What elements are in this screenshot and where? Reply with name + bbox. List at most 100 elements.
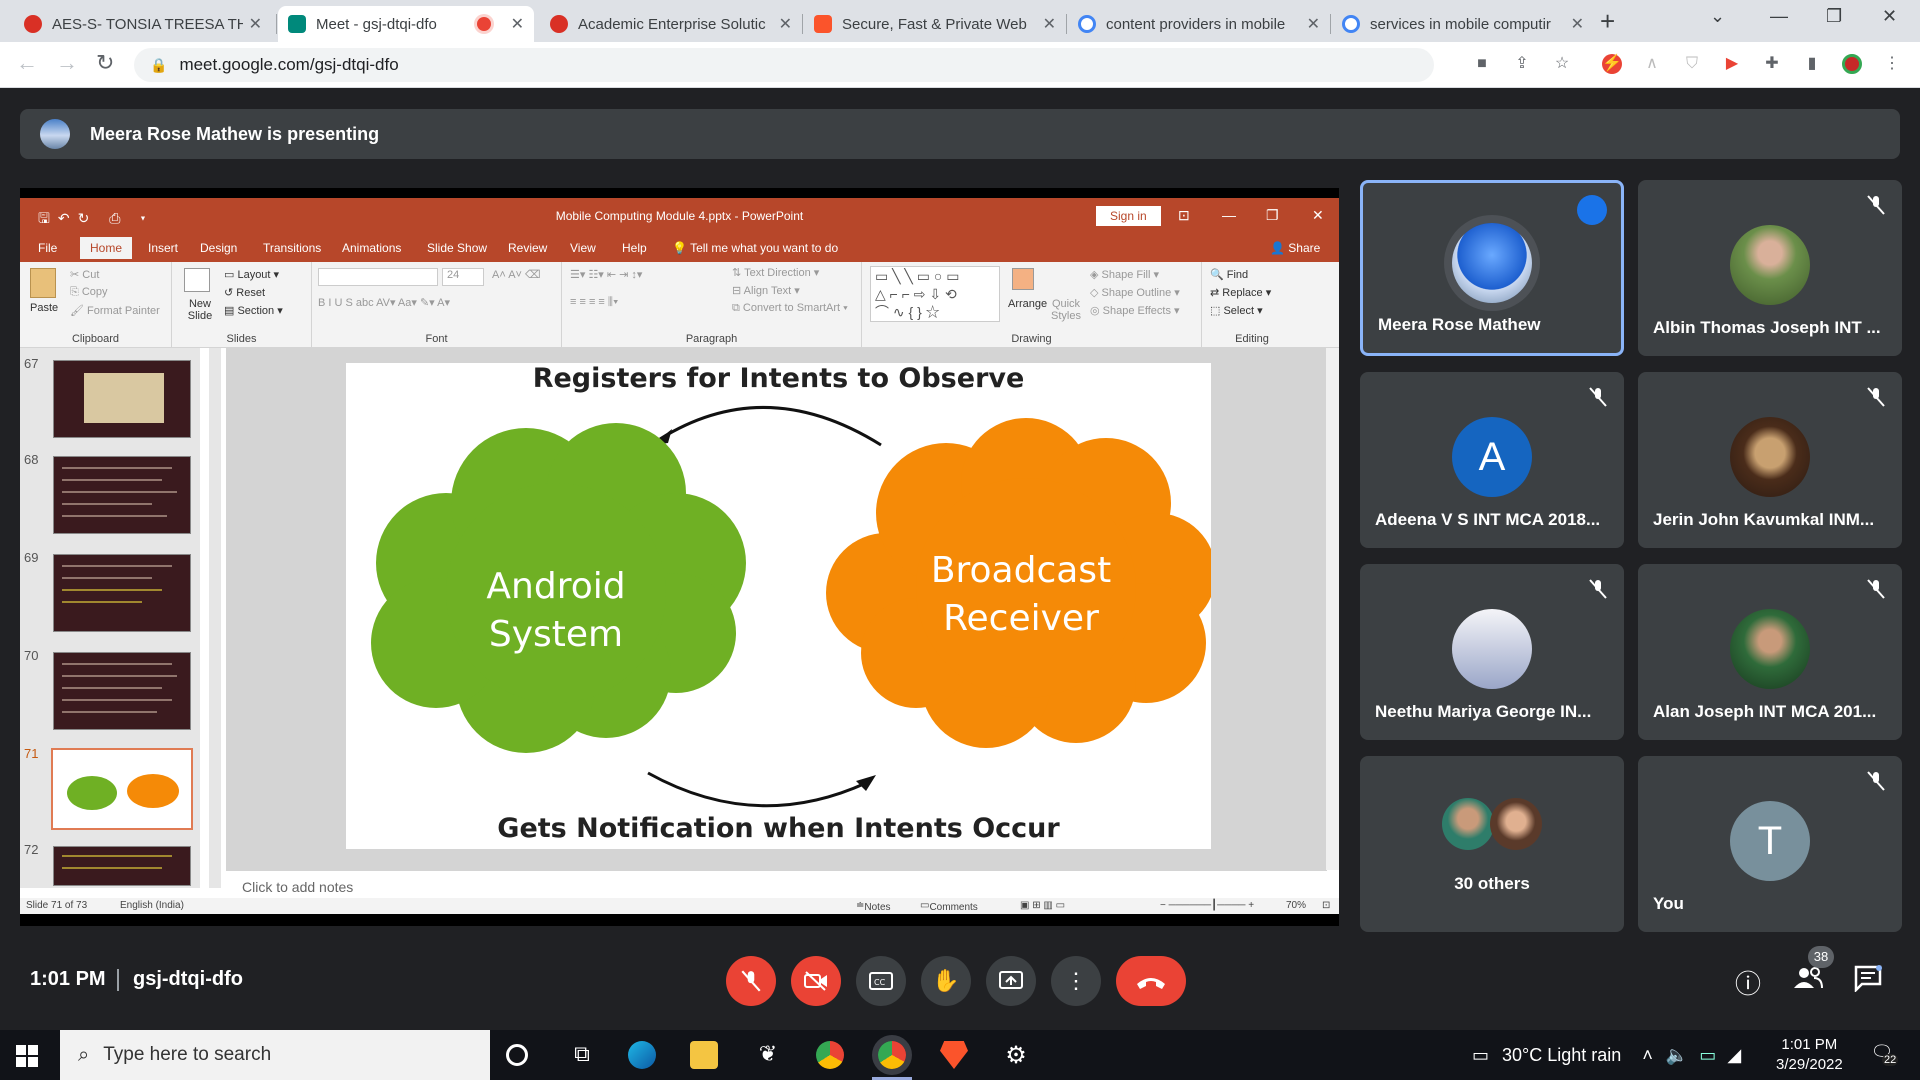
cortana-icon[interactable] [506, 1044, 528, 1066]
zoom-slider[interactable]: − ──────┃──── + [1160, 900, 1255, 911]
text-direction-button[interactable]: ⇅ Text Direction ▾ [732, 267, 820, 279]
share-icon[interactable]: ⇪ [1515, 55, 1529, 72]
shape-fill-button[interactable]: ◈ Shape Fill ▾ [1090, 269, 1160, 281]
slide-scrollbar[interactable] [1326, 348, 1339, 870]
wifi-icon[interactable]: ◢ [1727, 1045, 1742, 1065]
slide-thumbnail[interactable] [53, 652, 191, 730]
volume-icon[interactable]: 🔈 [1665, 1045, 1689, 1065]
browser-tab[interactable]: Secure, Fast & Private Web ✕ [804, 6, 1066, 42]
tray-chevron-icon[interactable]: ˄ [1642, 1045, 1653, 1065]
tab-file[interactable]: File [38, 241, 58, 255]
tab-view[interactable]: View [570, 241, 596, 255]
slide-thumbnail[interactable] [53, 360, 191, 438]
quick-styles-button[interactable]: Quick Styles [1051, 298, 1081, 322]
new-slide-icon[interactable] [184, 268, 210, 292]
restore-icon[interactable]: ❐ [1266, 207, 1279, 223]
view-buttons[interactable]: ▣ ⊞ ▥ ▭ [1020, 900, 1066, 911]
shape-outline-button[interactable]: ◇ Shape Outline ▾ [1090, 287, 1180, 299]
meeting-info-icon[interactable]: ⓘ [1734, 969, 1761, 999]
sidepanel-icon[interactable]: ▮ [1807, 55, 1817, 72]
browser-tab-active[interactable]: Meet - gsj-dtqi-dfo ✕ [278, 6, 534, 42]
layout-button[interactable]: ▭ Layout ▾ [224, 269, 280, 281]
tell-me-box[interactable]: 💡 Tell me what you want to do [672, 241, 839, 255]
notes-button[interactable]: ≐ Notes [856, 900, 891, 913]
puzzle-icon[interactable]: ✚ [1765, 55, 1779, 72]
comments-button[interactable]: ▭ Comments [920, 900, 978, 913]
battery-icon[interactable]: ▭ [1699, 1045, 1717, 1065]
others-tile[interactable]: 30 others [1360, 756, 1624, 932]
captions-button[interactable]: CC [856, 956, 906, 1006]
close-window-icon[interactable]: ✕ [1882, 6, 1898, 26]
notes-pane[interactable]: Click to add notes [226, 870, 1327, 898]
participant-tile[interactable]: Alan Joseph INT MCA 201... [1638, 564, 1902, 740]
format-painter-button[interactable]: 🖌 Format Painter [70, 305, 160, 317]
profile-avatar[interactable] [1842, 54, 1862, 74]
font-name-input[interactable] [318, 268, 438, 286]
bookmark-star-icon[interactable]: ☆ [1554, 55, 1570, 72]
browser-tab[interactable]: AES-S- TONSIA TREESA THO ✕ [14, 6, 272, 42]
taskbar-clock[interactable]: 1:01 PM 3/29/2022 [1776, 1035, 1843, 1075]
language-indicator[interactable]: English (India) [120, 900, 184, 911]
tab-review[interactable]: Review [508, 241, 548, 255]
brave-icon[interactable] [940, 1041, 968, 1069]
close-tab-icon[interactable]: ✕ [778, 16, 792, 33]
shield-icon[interactable]: ⛉ [1685, 55, 1698, 72]
select-button[interactable]: ⬚ Select ▾ [1210, 305, 1263, 317]
close-tab-icon[interactable]: ✕ [1306, 16, 1320, 33]
shapes-gallery[interactable]: ▭ ╲ ╲ ▭ ○ ▭△ ⌐ ⌐ ⇨ ⇩ ⟲⌒ ∿ { } ☆ [870, 266, 1000, 322]
slide-thumbnail[interactable] [53, 846, 191, 886]
font-format-icons[interactable]: B I U S abc AV▾ Aa▾ ✎▾ A▾ [318, 297, 450, 309]
task-view-icon[interactable]: ⧉ [574, 1041, 590, 1066]
close-tab-icon[interactable]: ✕ [1042, 16, 1056, 33]
minimize-icon[interactable]: — [1770, 6, 1788, 26]
tab-design[interactable]: Design [200, 241, 238, 255]
extension-icon[interactable]: ▶ [1725, 55, 1739, 72]
participant-tile[interactable]: A Adeena V S INT MCA 2018... [1360, 372, 1624, 548]
participant-tile[interactable]: Albin Thomas Joseph INT ... [1638, 180, 1902, 356]
tab-search-icon[interactable]: ⌄ [1710, 6, 1726, 26]
font-grow-icons[interactable]: A˄ A˅ ⌫ [492, 269, 541, 281]
current-slide[interactable]: Registers for Intents to Observe Android… [346, 363, 1216, 849]
minimize-icon[interactable]: — [1222, 207, 1236, 223]
browser-tab[interactable]: content providers in mobile ✕ [1068, 6, 1330, 42]
paste-button[interactable]: Paste [30, 302, 59, 314]
tab-home[interactable]: Home [80, 237, 133, 259]
windows-start-icon[interactable] [16, 1045, 38, 1067]
tab-slide-show[interactable]: Slide Show [427, 241, 488, 255]
restore-icon[interactable]: ❐ [1826, 6, 1843, 26]
chrome-active-icon[interactable] [878, 1041, 906, 1069]
address-bar[interactable]: 🔒 meet.google.com/gsj-dtqi-dfo [134, 48, 1434, 82]
shape-effects-button[interactable]: ◎ Shape Effects ▾ [1090, 305, 1180, 317]
tab-transitions[interactable]: Transitions [263, 241, 322, 255]
more-options-button[interactable]: ⋮ [1051, 956, 1101, 1006]
find-button[interactable]: 🔍 Find [1210, 269, 1249, 281]
sign-in-button[interactable]: Sign in [1096, 206, 1161, 226]
thumbnail-scrollbar[interactable] [209, 348, 221, 888]
back-icon[interactable]: ← [16, 50, 38, 75]
slide-thumbnail[interactable] [53, 456, 191, 534]
present-screen-button[interactable] [986, 956, 1036, 1006]
copy-button[interactable]: ⎘ Copy [70, 286, 108, 298]
cut-button[interactable]: ✂ Cut [70, 269, 100, 281]
participant-tile-active[interactable]: Meera Rose Mathew [1360, 180, 1624, 356]
zoom-level[interactable]: 70% [1286, 900, 1307, 911]
browser-tab[interactable]: services in mobile computir ✕ [1332, 6, 1594, 42]
extension-icon[interactable]: ∧ [1646, 55, 1658, 72]
arrange-button[interactable]: Arrange [1008, 298, 1048, 310]
new-tab-button[interactable]: + [1600, 6, 1616, 36]
ribbon-display-icon[interactable]: ⊡ [1178, 207, 1190, 223]
close-tab-icon[interactable]: ✕ [510, 16, 524, 33]
raise-hand-button[interactable]: ✋ [921, 956, 971, 1006]
fit-slide-icon[interactable]: ⊡ [1322, 900, 1331, 911]
new-slide-button[interactable]: New Slide [187, 298, 213, 322]
align-text-button[interactable]: ⊟ Align Text ▾ [732, 285, 800, 297]
camera-icon[interactable]: ■ [1477, 55, 1487, 72]
convert-smartart-button[interactable]: ⧉ Convert to SmartArt ▾ [732, 302, 848, 314]
section-button[interactable]: ▤ Section ▾ [224, 305, 283, 317]
weather-text[interactable]: 30°C Light rain [1502, 1045, 1622, 1065]
arrange-icon[interactable] [1012, 268, 1034, 290]
close-tab-icon[interactable]: ✕ [248, 16, 262, 33]
participant-tile[interactable]: Neethu Mariya George IN... [1360, 564, 1624, 740]
font-size-input[interactable]: 24 [442, 268, 484, 286]
settings-gear-icon[interactable]: ⚙ [1005, 1042, 1027, 1069]
